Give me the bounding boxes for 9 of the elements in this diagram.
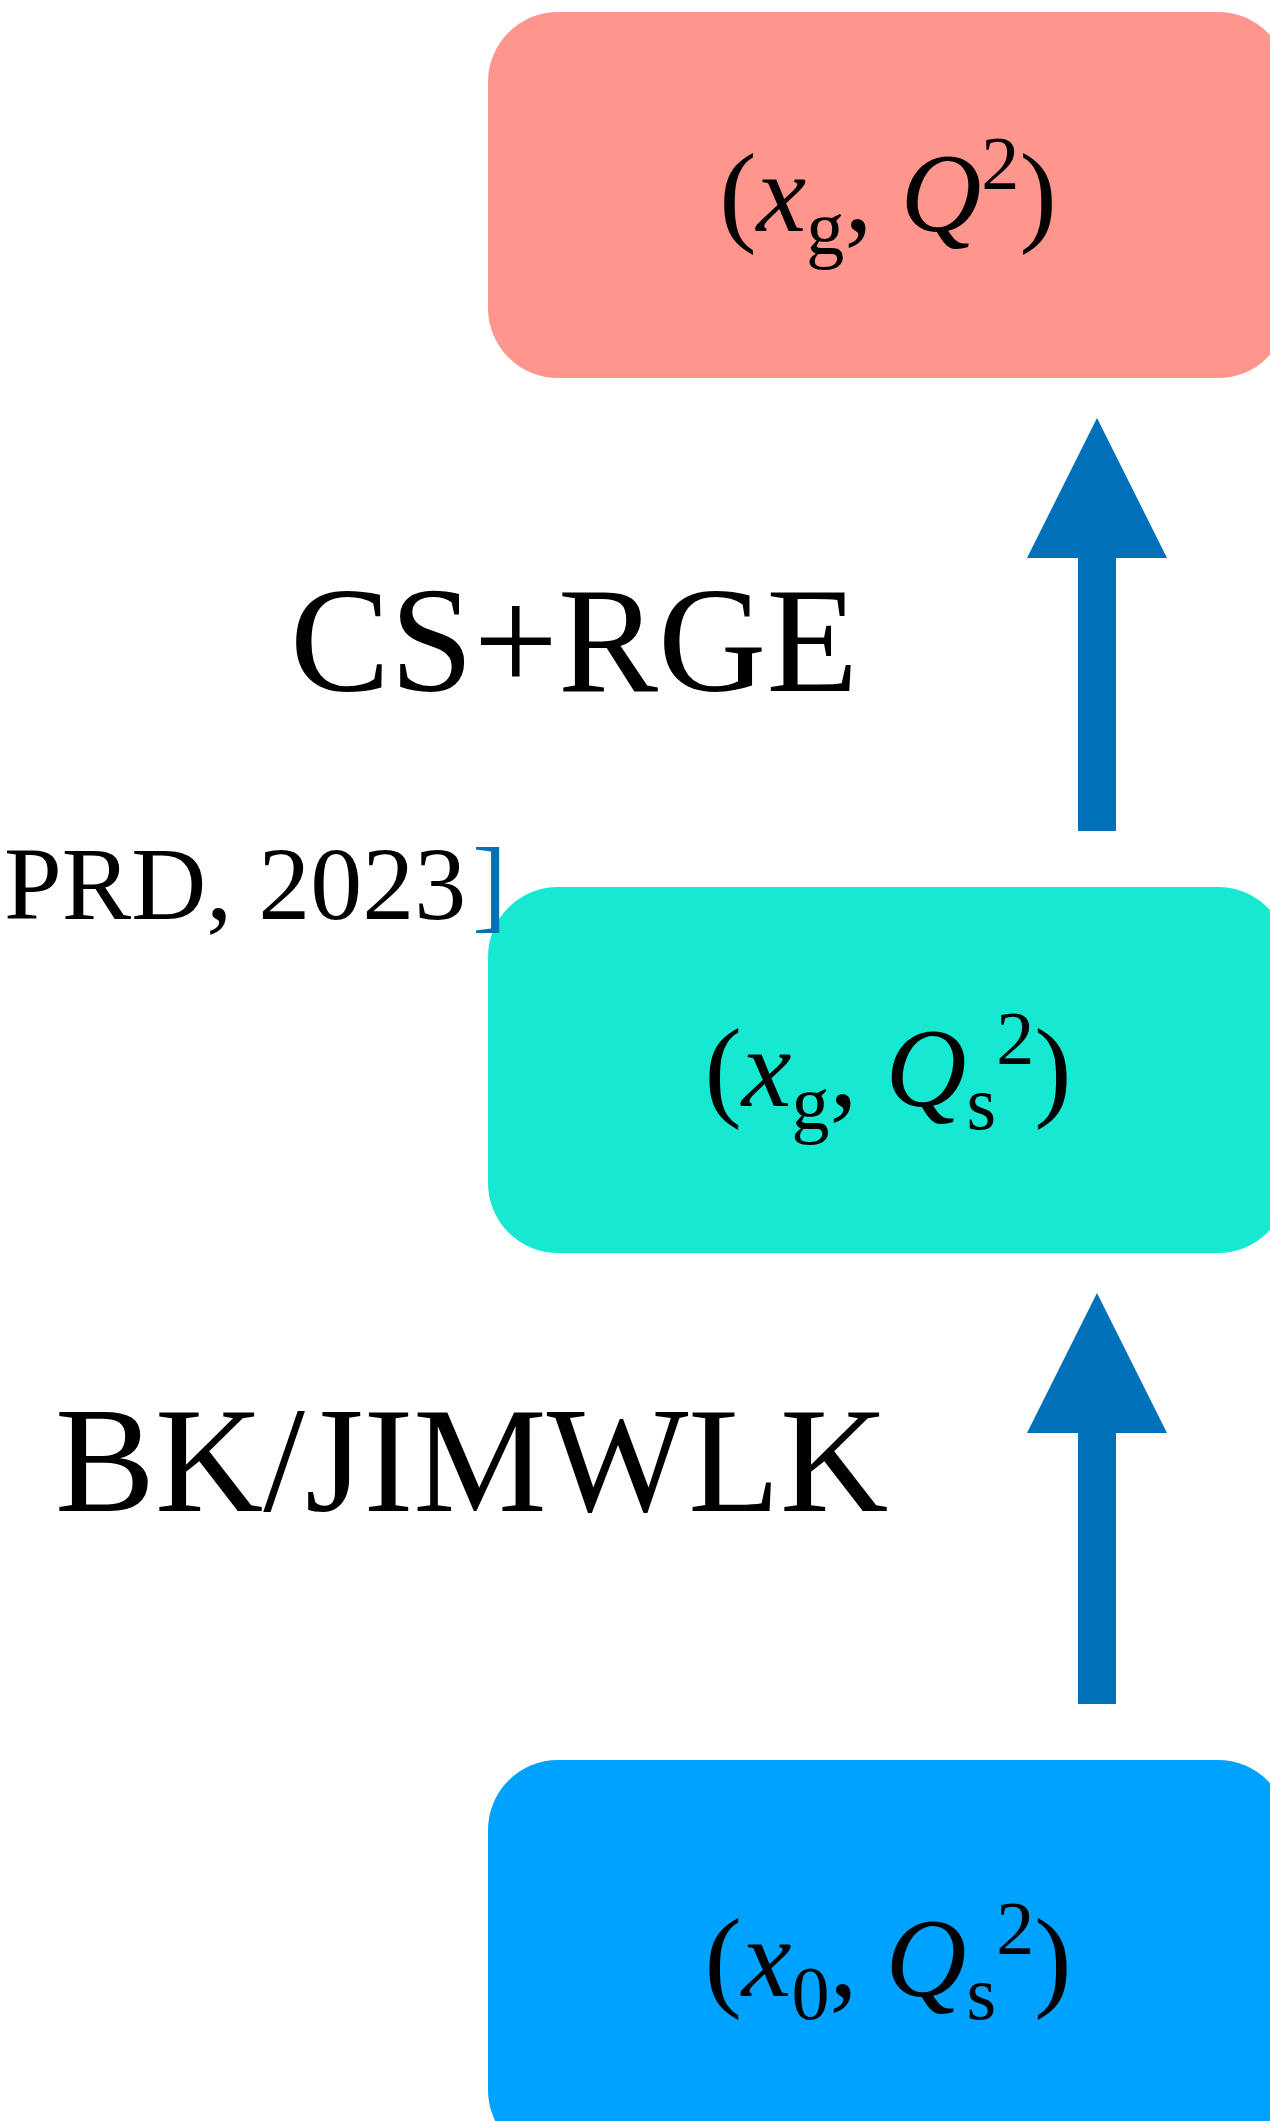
rounded-box [488,12,1270,378]
math-label: (x$_{0}$, Q$_{s}$$^{2}$) [704,1889,1072,2031]
arrow [1027,418,1167,831]
arrow [1027,1293,1167,1704]
rounded-box [488,1760,1270,2121]
citation-text: PRD, 2023 [4,832,467,936]
edge-label: CS+RGE [290,565,859,715]
bracket: ] [472,832,507,936]
edge-label: BK/JIMWLK [55,1385,889,1535]
